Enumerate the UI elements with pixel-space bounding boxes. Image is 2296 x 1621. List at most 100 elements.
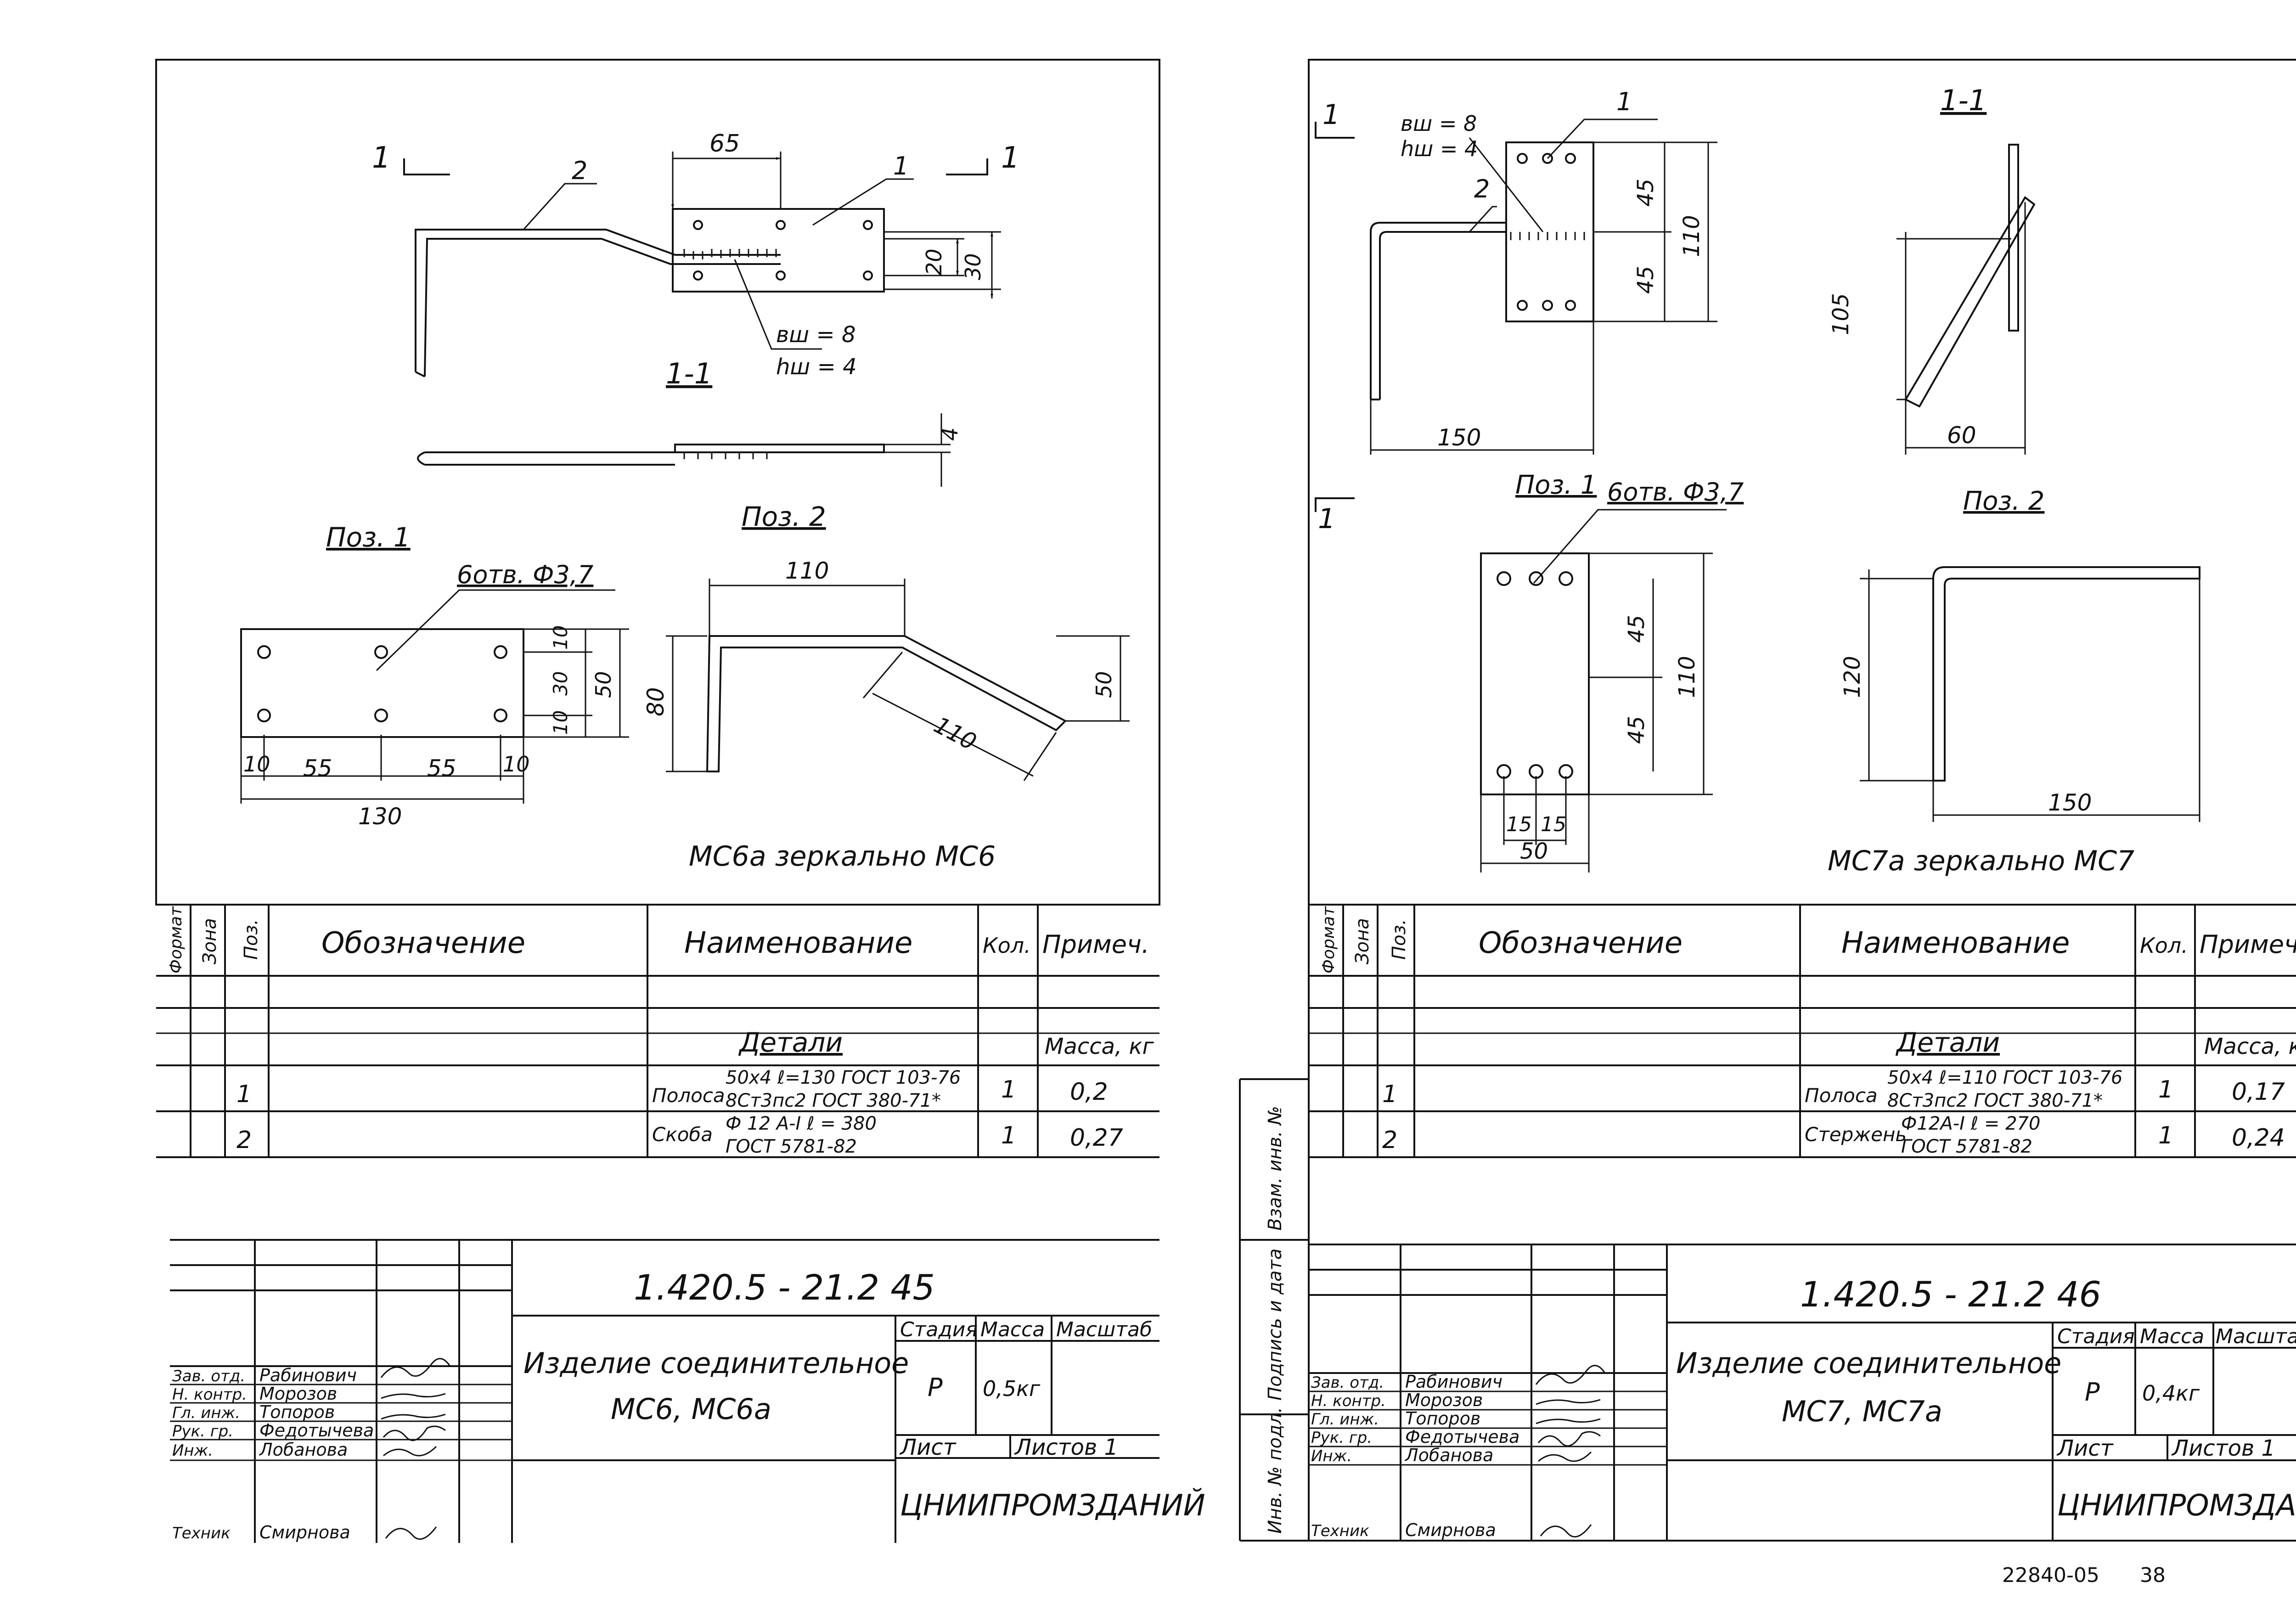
- tb-person-1: Морозов: [259, 1384, 337, 1404]
- tb-role-2: Гл. инж.: [172, 1404, 240, 1422]
- r-spec-mass-label: Масса, кг: [2204, 1034, 2296, 1059]
- r-dim-60: 60: [1947, 422, 1976, 449]
- r-tb-role-0: Зав. отд.: [1311, 1373, 1384, 1392]
- r-spec-header-designation: Обозначение: [1479, 926, 1683, 960]
- r-tb-person-4: Лобанова: [1404, 1445, 1493, 1465]
- spec-row2-line1: Ф 12 А-I ℓ = 380: [726, 1113, 877, 1134]
- spec-row1-pos: 1: [236, 1081, 252, 1108]
- r-tb-mass: 0,4кг: [2142, 1381, 2200, 1406]
- pos1-v10: 10: [549, 625, 572, 650]
- tb-sheets-label-left: Листов 1: [1014, 1435, 1118, 1460]
- tb-role-3: Рук. гр.: [172, 1422, 233, 1441]
- r-spec-header-format: Формат: [1319, 906, 1338, 974]
- pos1-d10b: 10: [503, 752, 530, 777]
- pos1-d10a: 10: [243, 752, 270, 777]
- spec-row2-line2: ГОСТ 5781-82: [726, 1136, 857, 1157]
- archive-code: 22840-05: [2002, 1564, 2099, 1587]
- r-spec-header-zone: Зона: [1352, 918, 1373, 964]
- weld-b: вш = 8: [776, 322, 855, 348]
- left-top-view: [403, 152, 1001, 377]
- title-block-right: [1309, 1244, 2296, 1541]
- tb-code-left: 1.420.5 - 21.2 45: [634, 1267, 935, 1308]
- signatures-left: [380, 1358, 451, 1540]
- spec-row1-line1: 50х4 ℓ=130 ГОСТ 103-76: [726, 1067, 961, 1088]
- dim-20: 20: [922, 248, 946, 276]
- spec-table-right: [1309, 904, 2296, 1158]
- r-section-title: 1-1: [1940, 84, 1986, 117]
- r-weld-h: hш = 4: [1401, 136, 1478, 161]
- spec-row1-mass: 0,2: [1070, 1078, 1108, 1106]
- pos1-d55b: 55: [427, 755, 456, 782]
- spec-row2-mass: 0,27: [1070, 1124, 1123, 1152]
- left-pos1-view: [240, 589, 629, 804]
- pos2-title-left: Поз. 2: [742, 501, 826, 532]
- pos1-v50: 50: [591, 671, 616, 698]
- r-tb-person-0: Рабинович: [1405, 1372, 1503, 1392]
- side-label-1: Подпись и дата: [1265, 1249, 1286, 1401]
- spec-header-designation: Обозначение: [321, 926, 525, 960]
- spec-table-left: [156, 904, 1159, 1158]
- spec-header-pos: Поз.: [241, 919, 262, 960]
- right-pos2-view: [1860, 566, 2200, 822]
- r-tb-stage-label: Стадия: [2057, 1325, 2135, 1348]
- tb-person-0: Рабинович: [259, 1365, 357, 1385]
- dim-4: 4: [938, 428, 962, 441]
- spec-mass-label: Масса, кг: [1045, 1034, 1154, 1059]
- tb-mass-left: 0,5кг: [983, 1376, 1041, 1401]
- tb-role-5: Техник: [172, 1524, 231, 1542]
- r-tb-sheet-label: Лист: [2056, 1435, 2114, 1461]
- pos2-d50: 50: [1092, 671, 1116, 698]
- spec-header-zone: Зона: [199, 918, 220, 964]
- r-spec-row1-line2: 8Ст3пс2 ГОСТ 380-71*: [1887, 1090, 2103, 1111]
- r-spec-row1-line1: 50х4 ℓ=110 ГОСТ 103-76: [1887, 1067, 2122, 1088]
- r-tb-name1: Изделие соединительное: [1676, 1346, 2061, 1380]
- r-tb-org: ЦНИИПРОМЗДАНИЙ: [2057, 1488, 2296, 1523]
- side-label-0: Инв. № подл.: [1265, 1407, 1286, 1534]
- tb-person-5: Смирнова: [259, 1522, 350, 1542]
- r-tb-person-3: Федотычева: [1405, 1427, 1519, 1447]
- tb-mass-label-left: Масса: [980, 1318, 1045, 1341]
- right-section-view: [1896, 144, 2036, 455]
- r-spec-row1-mass: 0,17: [2232, 1078, 2285, 1106]
- tb-role-4: Инж.: [172, 1441, 213, 1460]
- tb-role-1: Н. контр.: [172, 1385, 247, 1404]
- tb-person-4: Лобанова: [259, 1440, 348, 1460]
- r-spec-header-qty: Кол.: [2140, 933, 2188, 958]
- spec-header-name: Наименование: [684, 926, 912, 960]
- r-tb-code: 1.420.5 - 21.2 46: [1800, 1274, 2101, 1315]
- mirror-note-left: МС6а зеркально МС6: [689, 840, 996, 872]
- r-dim-150: 150: [1437, 424, 1481, 451]
- tb-name1-left: Изделие соединительное: [523, 1346, 909, 1380]
- r-dim-110: 110: [1679, 215, 1705, 257]
- pos-callout-1: 1: [893, 152, 909, 180]
- pos1-v30: 30: [549, 671, 572, 696]
- r-tb-person-5: Смирнова: [1405, 1520, 1496, 1540]
- spec-header-qty: Кол.: [983, 933, 1031, 958]
- r-spec-row1-pos: 1: [1382, 1081, 1397, 1108]
- tb-scale-label-left: Масштаб: [1056, 1318, 1152, 1341]
- section-mark-left-1b: 1: [1001, 141, 1020, 175]
- r-pos1-d45b: 45: [1624, 716, 1649, 744]
- r-dim-45a: 45: [1633, 179, 1659, 207]
- title-block-left: [170, 1239, 1159, 1543]
- pos2-d110: 110: [785, 557, 829, 584]
- r-tb-role-5: Техник: [1311, 1522, 1369, 1540]
- r-pos2-d120: 120: [1840, 656, 1865, 698]
- r-spec-section: Детали: [1895, 1027, 2000, 1058]
- r-tb-role-4: Инж.: [1311, 1447, 1352, 1465]
- staple-pos2-plan: [415, 229, 781, 372]
- r-pos1-d15a: 15: [1506, 813, 1532, 836]
- tb-name2-left: МС6, МС6а: [611, 1392, 771, 1426]
- spec-header-format: Формат: [167, 906, 186, 974]
- r-spec-header-name: Наименование: [1841, 926, 2070, 960]
- pos-callout-2: 2: [572, 156, 587, 185]
- tb-sheet-label-left: Лист: [899, 1435, 957, 1460]
- tb-stage-label-left: Стадия: [900, 1318, 978, 1341]
- tb-stage-left: Р: [928, 1373, 943, 1402]
- tb-person-2: Топоров: [259, 1402, 335, 1422]
- section-mark-left-1a: 1: [372, 141, 391, 175]
- pos1-d130: 130: [358, 803, 402, 830]
- r-pos1-d50: 50: [1520, 839, 1548, 864]
- pos2-d80: 80: [642, 687, 669, 716]
- sheet-right-frame: [1308, 59, 2296, 1542]
